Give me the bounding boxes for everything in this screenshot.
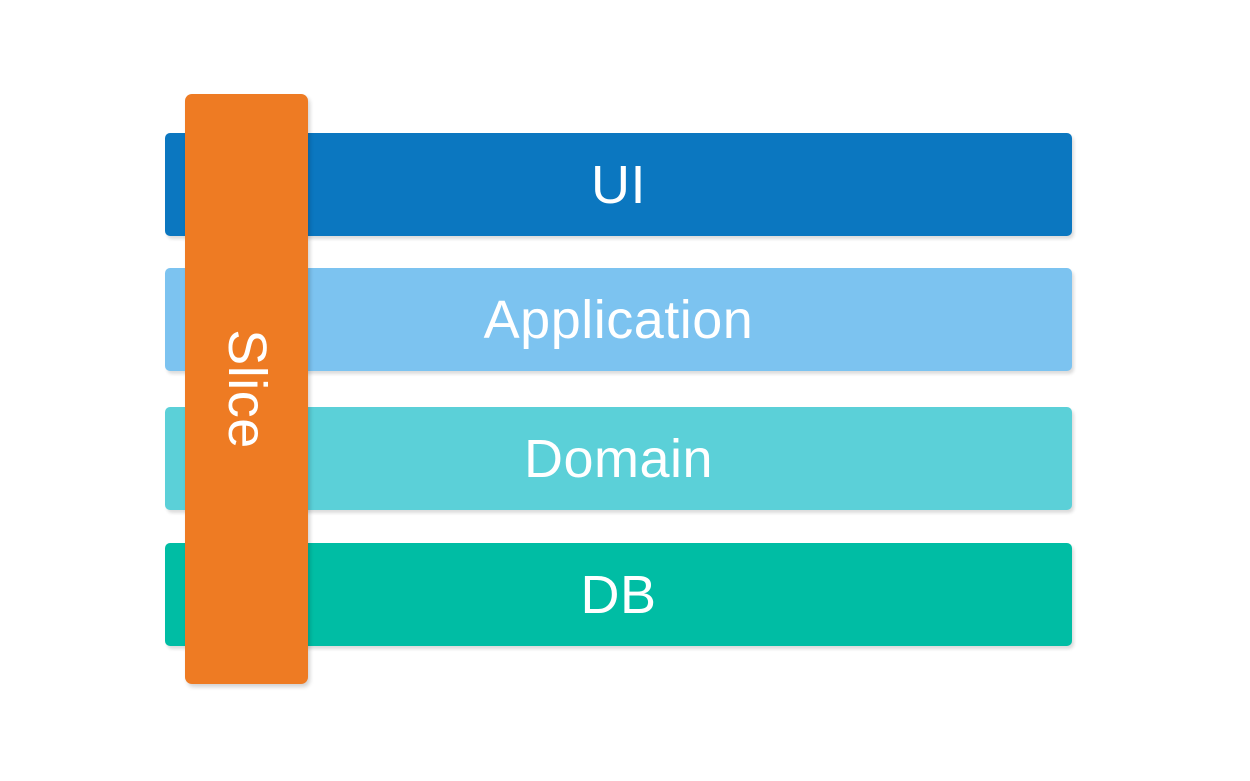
layer-bar-domain: Domain — [165, 407, 1072, 510]
layer-bar-ui: UI — [165, 133, 1072, 236]
layer-label-application: Application — [483, 289, 754, 350]
slice-bar: Slice — [185, 94, 308, 684]
layer-label-domain: Domain — [523, 428, 714, 489]
layer-label-db: DB — [580, 564, 657, 625]
layer-bar-application: Application — [165, 268, 1072, 371]
layer-bar-db: DB — [165, 543, 1072, 646]
slice-label: Slice — [216, 329, 277, 449]
layer-label-ui: UI — [591, 154, 646, 215]
